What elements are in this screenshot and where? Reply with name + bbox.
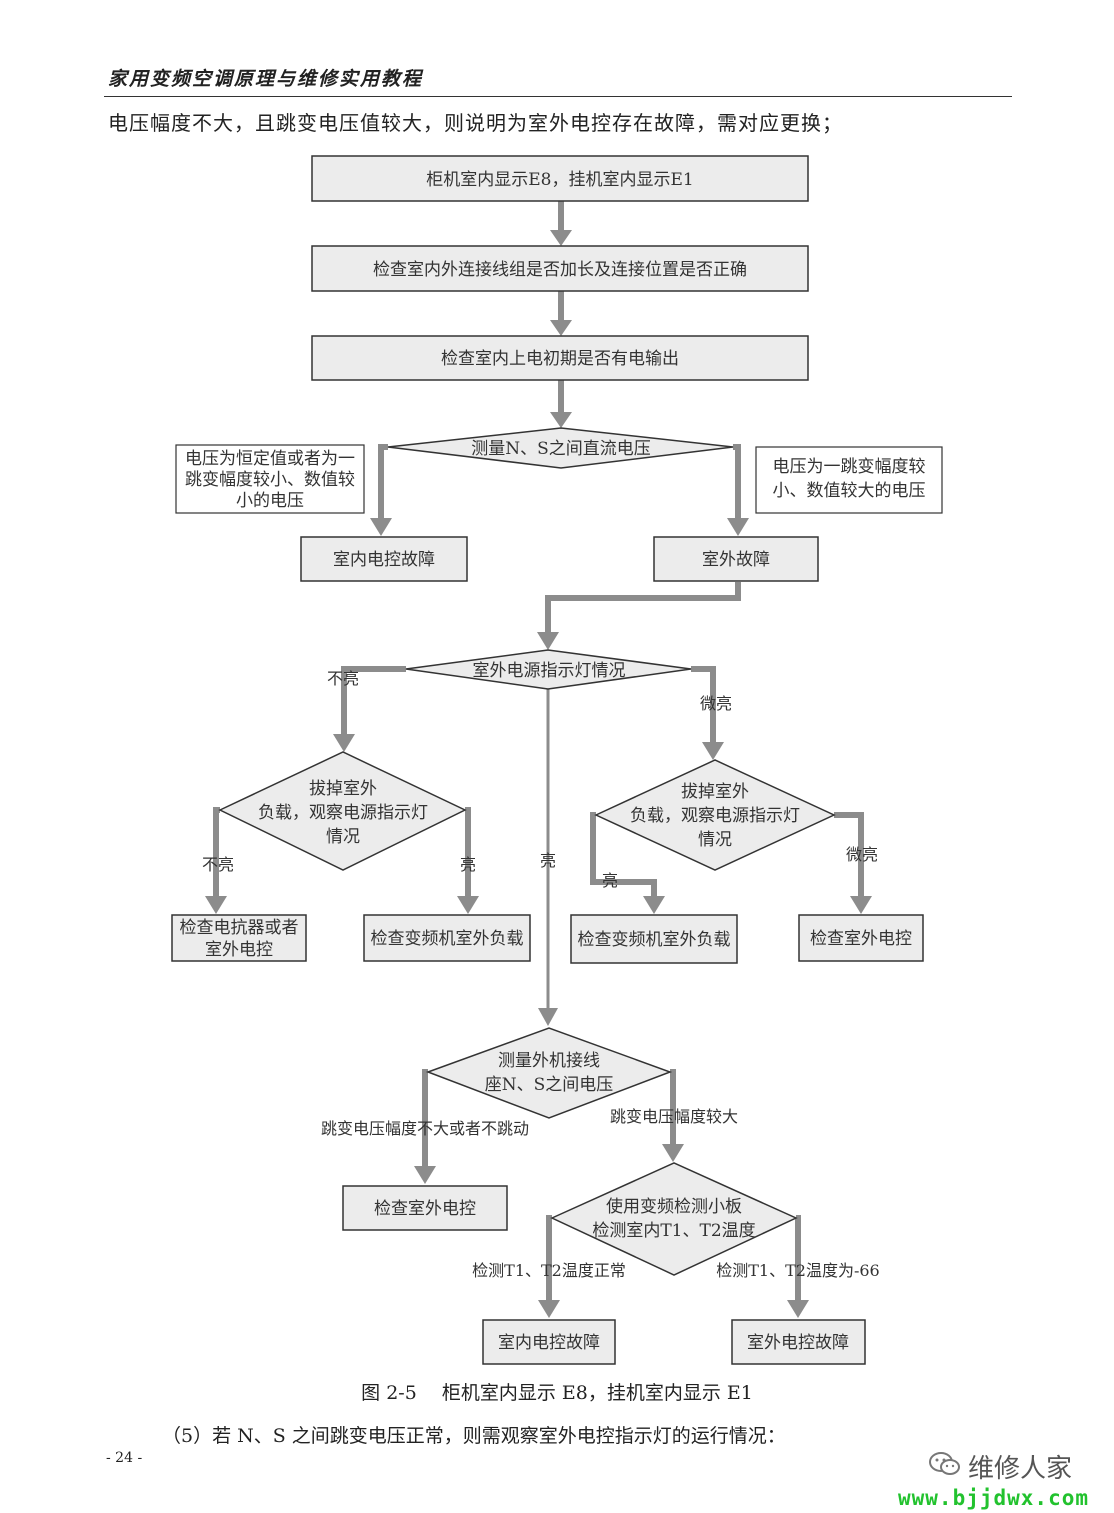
indoor-fault-box: 室内电控故障 [300,536,468,582]
label-on-2: 亮 [460,855,476,874]
decision2-text: 室外电源指示灯情况 [473,661,626,681]
decision1-text: 测量N、S之间直流电压 [471,439,651,459]
note-right-line2: 小、数值较大的电压 [773,481,926,501]
decision4-line1: 拔掉室外 [681,782,749,802]
label-off-2: 不亮 [202,855,234,874]
label-on-middle: 亮 [540,851,556,870]
outdoor-fault-text: 室外故障 [702,550,770,570]
decision3-line3: 情况 [326,827,360,847]
indoor-fault-text: 室内电控故障 [333,550,435,570]
decision4: 拔掉室外 负载，观察电源指示灯 情况 [594,759,836,871]
decision6: 使用变频检测小板 检测室内T1、T2温度 [550,1162,798,1276]
decision4-line2: 负载，观察电源指示灯 [630,806,800,826]
result-load2-text: 检查变频机室外负载 [578,930,731,950]
note-right: 电压为一跳变幅度较 小、数值较大的电压 [755,446,943,514]
decision3: 拔掉室外 负载，观察电源指示灯 情况 [218,751,467,871]
decision5-line2: 座N、S之间电压 [485,1075,614,1095]
decision6-line2: 检测室内T1、T2温度 [592,1221,755,1241]
note-left-line2: 跳变幅度较小、数值较 [185,470,355,490]
intro-text: 电压幅度不大，且跳变电压值较大，则说明为室外电控存在故障，需对应更换； [108,111,843,135]
step3-text: 检查室内上电初期是否有电输出 [441,349,679,369]
start-box: 柜机室内显示E8，挂机室内显示E1 [311,155,809,202]
step2-text: 检查室内外连接线组是否加长及连接位置是否正确 [373,260,747,280]
footnote-text: （5）若 N、S 之间跳变电压正常，则需观察室外电控指示灯的运行情况： [162,1425,786,1447]
final-outdoor-text: 室外电控故障 [747,1333,849,1353]
decision6-line1: 使用变频检测小板 [606,1196,742,1217]
result-reactor-line2: 室外电控 [205,940,273,960]
header-rule [104,96,1012,97]
figure-caption: 图 2-5 柜机室内显示 E8，挂机室内显示 E1 [361,1382,753,1404]
label-small-jump: 跳变电压幅度不大或者不跳动 [321,1119,529,1138]
note-left-line3: 小的电压 [236,491,304,511]
start-text: 柜机室内显示E8，挂机室内显示E1 [426,170,693,190]
label-off-1: 不亮 [327,669,359,688]
decision3-line2: 负载，观察电源指示灯 [258,803,428,823]
step3-box: 检查室内上电初期是否有电输出 [311,335,809,381]
label-dim-2: 微亮 [846,845,878,864]
result-load1-text: 检查变频机室外负载 [371,929,524,949]
result-reactor-box: 检查电抗器或者 室外电控 [171,914,307,962]
label-big-jump: 跳变电压幅度较大 [610,1107,738,1126]
page-number: - 24 - [106,1450,143,1466]
result-load1-box: 检查变频机室外负载 [363,914,531,962]
decision4-line3: 情况 [698,830,732,850]
step2-box: 检查室内外连接线组是否加长及连接位置是否正确 [311,245,809,292]
result-outdoor-ctrl1-text: 检查室外电控 [810,929,912,949]
result-outdoor-ctrl2-text: 检查室外电控 [374,1199,476,1219]
final-indoor-box: 室内电控故障 [482,1319,616,1365]
label-dim-1: 微亮 [700,694,732,713]
label-temp-normal: 检测T1、T2温度正常 [472,1261,626,1280]
decision1: 测量N、S之间直流电压 [387,427,734,469]
label-on-3: 亮 [602,871,618,890]
result-reactor-line1: 检查电抗器或者 [180,918,299,938]
final-outdoor-box: 室外电控故障 [731,1319,866,1365]
decision5-line1: 测量外机接线 [498,1051,600,1071]
decision2: 室外电源指示灯情况 [405,649,692,690]
book-title: 家用变频空调原理与维修实用教程 [108,68,424,90]
wechat-icon [929,1452,960,1475]
note-left-line1: 电压为恒定值或者为一 [185,449,355,469]
result-outdoor-ctrl2-box: 检查室外电控 [342,1185,508,1231]
result-load2-box: 检查变频机室外负载 [570,914,738,964]
note-right-line1: 电压为一跳变幅度较 [773,457,926,477]
decision5: 测量外机接线 座N、S之间电压 [425,1027,673,1119]
final-indoor-text: 室内电控故障 [498,1333,600,1353]
watermark-name: 维修人家 [968,1454,1073,1484]
result-outdoor-ctrl1-box: 检查室外电控 [798,914,924,962]
decision3-line1: 拔掉室外 [309,779,377,799]
note-left: 电压为恒定值或者为一 跳变幅度较小、数值较 小的电压 [175,444,365,514]
watermark-url: www.bjjdwx.com [898,1486,1090,1510]
outdoor-fault-box: 室外故障 [653,536,819,582]
label-temp-66: 检测T1、T2温度为-66 [716,1261,879,1280]
connectors [205,201,872,1318]
